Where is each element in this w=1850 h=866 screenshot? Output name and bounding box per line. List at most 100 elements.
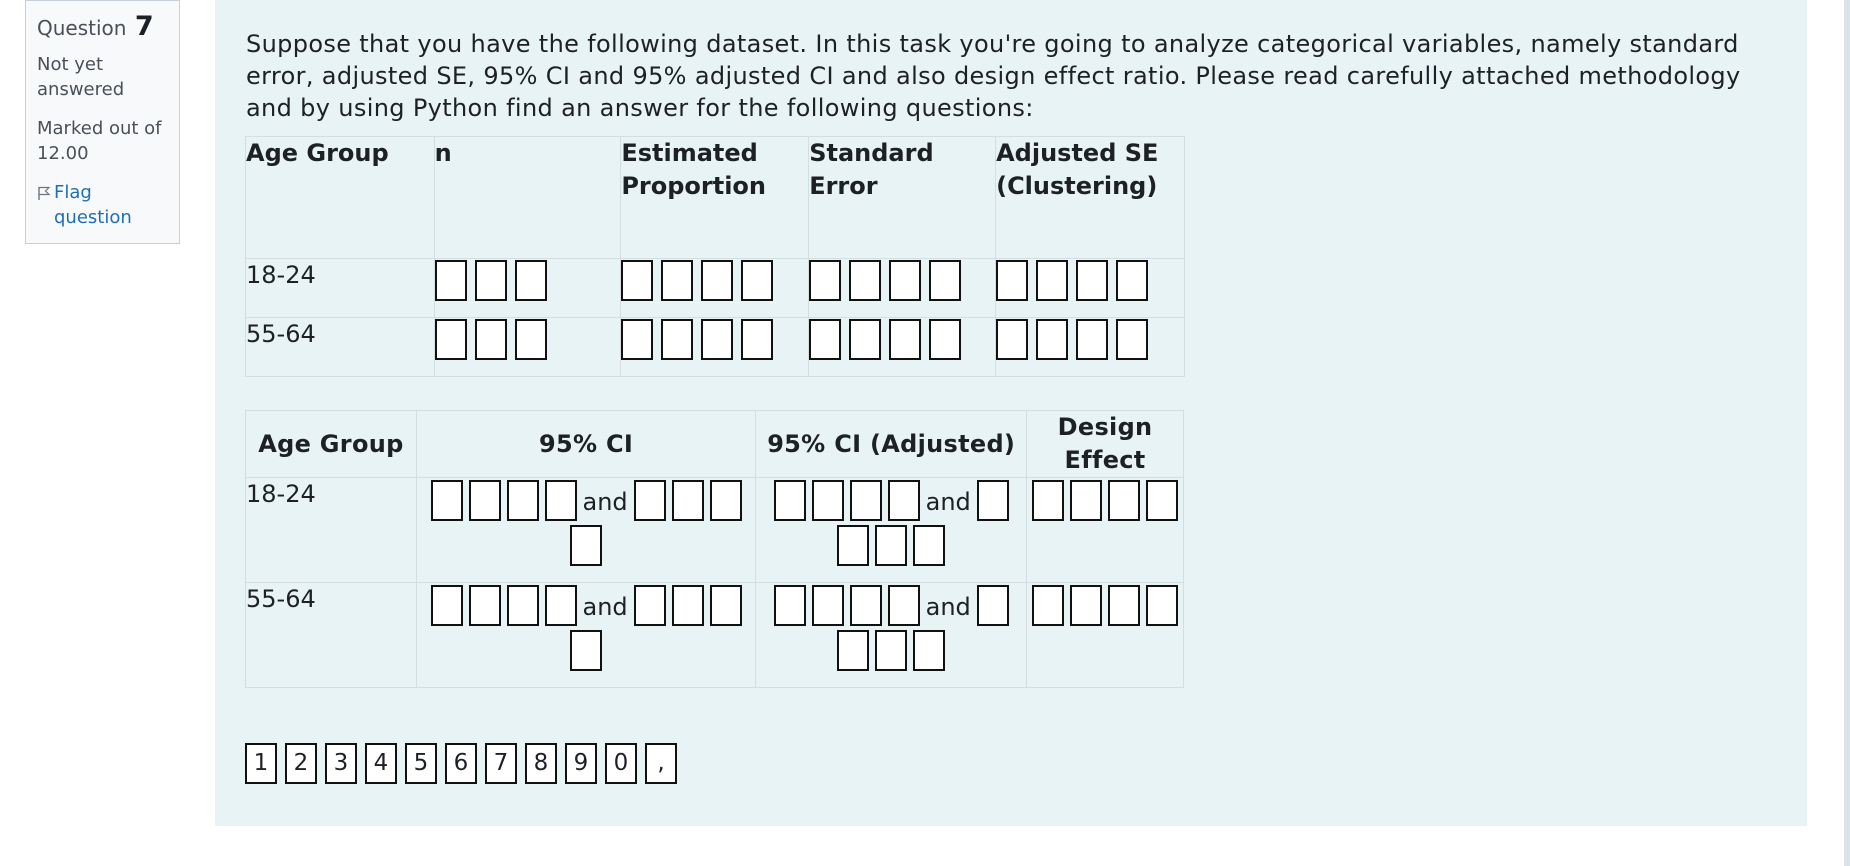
drop-box[interactable] [1032, 585, 1065, 626]
drop-box[interactable] [849, 260, 882, 301]
standard-error-drop-zone[interactable] [808, 258, 997, 318]
drop-box[interactable] [1116, 319, 1149, 360]
estimated-proportion-drop-zone[interactable] [620, 258, 810, 318]
ci-adjusted-drop-zone[interactable]: and [755, 582, 1028, 688]
ci-drop-zone[interactable]: and [415, 582, 757, 688]
drop-box[interactable] [996, 319, 1029, 360]
drop-box[interactable] [837, 630, 870, 671]
drop-box[interactable] [506, 480, 539, 521]
drop-box[interactable] [468, 480, 501, 521]
drag-token-1[interactable]: 1 [245, 743, 277, 784]
drop-box[interactable] [468, 585, 501, 626]
drop-box[interactable] [701, 260, 734, 301]
drag-token-9[interactable]: 9 [565, 743, 597, 784]
drop-box[interactable] [875, 525, 908, 566]
drop-box[interactable] [1076, 319, 1109, 360]
drop-box[interactable] [570, 525, 603, 566]
estimated-proportion-drop-zone[interactable] [620, 317, 810, 377]
drop-box[interactable] [1070, 480, 1103, 521]
page-scrollbar[interactable] [1844, 0, 1850, 866]
drop-box[interactable] [811, 585, 844, 626]
drop-box[interactable] [434, 260, 467, 301]
drop-box[interactable] [849, 480, 882, 521]
drop-box[interactable] [889, 260, 922, 301]
results-table: Age Group n Estimated Proportion Standar… [245, 136, 1185, 377]
drop-box[interactable] [811, 480, 844, 521]
drop-box[interactable] [1076, 260, 1109, 301]
drag-token-4[interactable]: 4 [365, 743, 397, 784]
drop-box[interactable] [434, 319, 467, 360]
drop-box[interactable] [1036, 319, 1069, 360]
drop-box[interactable] [570, 630, 603, 671]
drop-box[interactable] [976, 480, 1009, 521]
drop-box[interactable] [671, 480, 704, 521]
drop-box[interactable] [773, 480, 806, 521]
n-drop-zone[interactable] [433, 317, 622, 377]
drop-box[interactable] [1108, 480, 1141, 521]
drop-box[interactable] [633, 585, 666, 626]
n-drop-zone[interactable] [433, 258, 622, 318]
drop-box[interactable] [430, 585, 463, 626]
drag-token-5[interactable]: 5 [405, 743, 437, 784]
drop-box[interactable] [741, 319, 774, 360]
drop-box[interactable] [1108, 585, 1141, 626]
drop-box[interactable] [773, 585, 806, 626]
drop-box[interactable] [809, 260, 842, 301]
drop-box[interactable] [709, 480, 742, 521]
drop-box[interactable] [913, 525, 946, 566]
drop-box[interactable] [849, 585, 882, 626]
drop-box[interactable] [889, 319, 922, 360]
drop-box[interactable] [1116, 260, 1149, 301]
drop-box[interactable] [929, 260, 962, 301]
ci-drop-zone[interactable]: and [415, 477, 757, 583]
drop-box[interactable] [875, 630, 908, 671]
and-label: and [925, 593, 971, 621]
drag-token-0[interactable]: 0 [605, 743, 637, 784]
drop-box[interactable] [1032, 480, 1065, 521]
drop-box[interactable] [474, 260, 507, 301]
drop-box[interactable] [661, 319, 694, 360]
drop-box[interactable] [1036, 260, 1069, 301]
drop-box[interactable] [430, 480, 463, 521]
row-label-age-group: 18-24 [245, 258, 435, 318]
standard-error-drop-zone[interactable] [808, 317, 997, 377]
drop-box[interactable] [887, 585, 920, 626]
drop-box[interactable] [701, 319, 734, 360]
drop-box[interactable] [849, 319, 882, 360]
drop-box[interactable] [514, 319, 547, 360]
drag-token-comma[interactable]: , [645, 743, 677, 784]
adjusted-se-drop-zone[interactable] [995, 258, 1185, 318]
drag-token-6[interactable]: 6 [445, 743, 477, 784]
drop-box[interactable] [1070, 585, 1103, 626]
drop-box[interactable] [709, 585, 742, 626]
drop-box[interactable] [514, 260, 547, 301]
drop-box[interactable] [633, 480, 666, 521]
drop-box[interactable] [474, 319, 507, 360]
drop-box[interactable] [887, 480, 920, 521]
drag-token-2[interactable]: 2 [285, 743, 317, 784]
drop-box[interactable] [621, 260, 654, 301]
drop-box[interactable] [976, 585, 1009, 626]
drop-box[interactable] [1146, 480, 1179, 521]
drop-box[interactable] [809, 319, 842, 360]
flag-question-link[interactable]: Flag question [37, 180, 168, 230]
design-effect-drop-zone[interactable] [1026, 477, 1184, 583]
drop-box[interactable] [671, 585, 704, 626]
drag-token-7[interactable]: 7 [485, 743, 517, 784]
drop-box[interactable] [913, 630, 946, 671]
adjusted-se-drop-zone[interactable] [995, 317, 1185, 377]
drop-box[interactable] [506, 585, 539, 626]
drop-box[interactable] [929, 319, 962, 360]
drop-box[interactable] [661, 260, 694, 301]
drop-box[interactable] [1146, 585, 1179, 626]
drop-box[interactable] [544, 585, 577, 626]
design-effect-drop-zone[interactable] [1026, 582, 1184, 688]
drop-box[interactable] [741, 260, 774, 301]
drop-box[interactable] [621, 319, 654, 360]
drag-token-8[interactable]: 8 [525, 743, 557, 784]
drag-token-3[interactable]: 3 [325, 743, 357, 784]
drop-box[interactable] [996, 260, 1029, 301]
drop-box[interactable] [544, 480, 577, 521]
drop-box[interactable] [837, 525, 870, 566]
ci-adjusted-drop-zone[interactable]: and [755, 477, 1028, 583]
